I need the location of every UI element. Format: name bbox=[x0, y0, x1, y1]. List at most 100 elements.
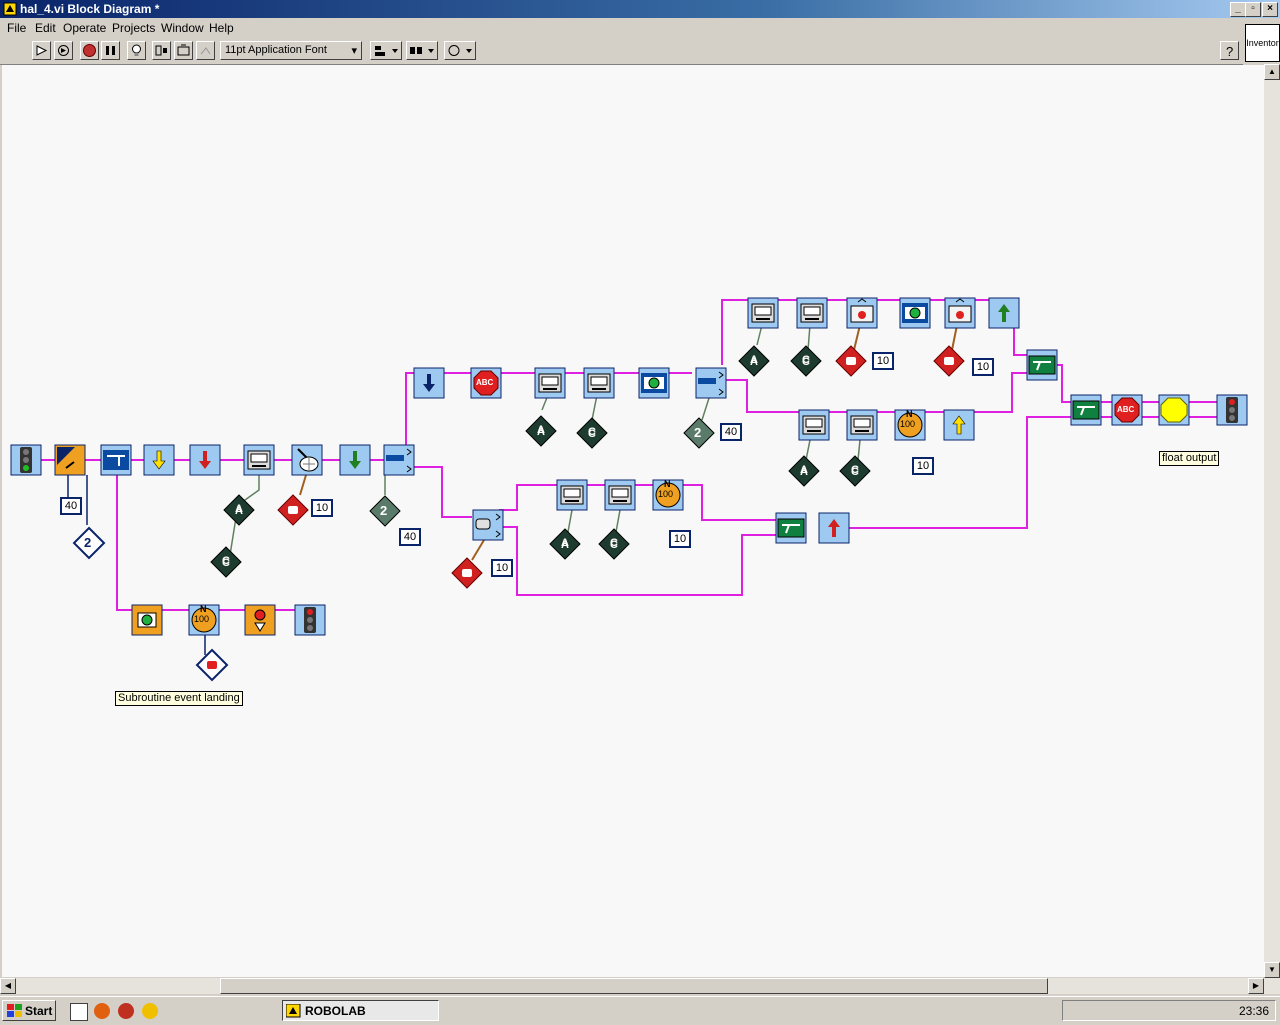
sensor-fork-block bbox=[472, 509, 504, 541]
const-40-c[interactable]: 40 bbox=[720, 423, 742, 441]
container-modifier-2 bbox=[369, 495, 401, 527]
camera-block-2 bbox=[899, 297, 931, 329]
display-block-3 bbox=[583, 367, 615, 399]
start-label: Start bbox=[25, 1004, 53, 1018]
step-into-icon[interactable] bbox=[174, 41, 193, 60]
run-button[interactable] bbox=[32, 41, 51, 60]
scroll-left-button[interactable]: ◀ bbox=[0, 978, 16, 994]
quick-launch-media-icon[interactable] bbox=[142, 1003, 158, 1019]
const-10-e[interactable]: 10 bbox=[669, 530, 691, 548]
const-40-a[interactable]: 40 bbox=[60, 497, 82, 515]
const-10-a[interactable]: 10 bbox=[311, 499, 333, 517]
display-block-7 bbox=[846, 409, 878, 441]
menu-window[interactable]: Window bbox=[161, 21, 204, 35]
start-button[interactable]: Start bbox=[2, 1000, 56, 1021]
retain-wire-values-icon[interactable] bbox=[152, 41, 171, 60]
motor-forward-blue-block bbox=[413, 367, 445, 399]
port-a-modifier-1 bbox=[223, 494, 255, 526]
quick-launch-firefox-icon[interactable] bbox=[94, 1003, 110, 1019]
power-block-1 bbox=[894, 409, 926, 441]
display-block-2 bbox=[534, 367, 566, 399]
port-a-modifier-3 bbox=[738, 345, 770, 377]
vertical-scrollbar[interactable]: ▲ ▼ bbox=[1264, 64, 1280, 978]
port-a-modifier-2 bbox=[525, 415, 557, 447]
run-continuously-button[interactable] bbox=[54, 41, 73, 60]
inventor-badge: Inventor bbox=[1245, 24, 1280, 62]
pause-button[interactable] bbox=[101, 41, 120, 60]
touch-sensor-modifier-2 bbox=[835, 345, 867, 377]
close-button[interactable]: × bbox=[1262, 2, 1278, 17]
power-block-3 bbox=[188, 604, 220, 636]
begin-block bbox=[10, 444, 42, 476]
port-c-modifier-4 bbox=[839, 455, 871, 487]
const-40-b[interactable]: 40 bbox=[399, 528, 421, 546]
distribute-objects-button[interactable] bbox=[406, 41, 438, 60]
subroutine-label[interactable]: Subroutine event landing bbox=[115, 691, 243, 706]
motor-forward-yellow-block bbox=[143, 444, 175, 476]
port-c-modifier-3 bbox=[790, 345, 822, 377]
chevron-down-icon: ▾ bbox=[351, 45, 357, 57]
menu-help[interactable]: Help bbox=[209, 21, 234, 35]
step-over-icon[interactable] bbox=[196, 41, 215, 60]
taskbar-task-robolab[interactable]: ROBOLAB bbox=[282, 1000, 439, 1021]
clock: 23:36 bbox=[1238, 1004, 1269, 1018]
diagram-svg: A C bbox=[10, 297, 1248, 681]
touch-wait-block-2 bbox=[944, 297, 976, 329]
motor-reverse-red-block bbox=[818, 512, 850, 544]
port-a-modifier-4 bbox=[788, 455, 820, 487]
align-objects-button[interactable] bbox=[370, 41, 402, 60]
motor-forward-green-block bbox=[339, 444, 371, 476]
title-bar: hal_4.vi Block Diagram * _ ▫ × bbox=[0, 0, 1280, 18]
loop-start-block bbox=[54, 444, 86, 476]
menu-projects[interactable]: Projects bbox=[112, 21, 156, 35]
touch-wait-block-1 bbox=[846, 297, 878, 329]
restore-button[interactable]: ▫ bbox=[1245, 2, 1261, 17]
float-output-label[interactable]: float output bbox=[1159, 451, 1220, 466]
quick-launch-browser-icon[interactable] bbox=[118, 1003, 134, 1019]
scroll-right-button[interactable]: ▶ bbox=[1248, 978, 1264, 994]
port-c-modifier-2 bbox=[576, 417, 608, 449]
help-button[interactable]: ? bbox=[1220, 41, 1239, 60]
scroll-up-button[interactable]: ▲ bbox=[1264, 64, 1280, 80]
touch-sensor-modifier-3 bbox=[933, 345, 965, 377]
display-block-8 bbox=[556, 479, 588, 511]
abort-button[interactable] bbox=[80, 41, 99, 60]
menu-edit[interactable]: Edit bbox=[35, 21, 56, 35]
event-modifier-glyph bbox=[207, 661, 217, 669]
display-block-5 bbox=[796, 297, 828, 329]
horizontal-scroll-thumb[interactable] bbox=[220, 978, 1048, 994]
horizontal-scrollbar[interactable]: ◀ ▶ bbox=[0, 978, 1280, 994]
display-block-1 bbox=[243, 444, 275, 476]
minimize-button[interactable]: _ bbox=[1230, 2, 1246, 17]
container-fork-block bbox=[383, 444, 415, 476]
windows-logo-icon bbox=[7, 1004, 22, 1017]
scroll-down-button[interactable]: ▼ bbox=[1264, 962, 1280, 978]
const-10-b[interactable]: 10 bbox=[872, 352, 894, 370]
window-title: hal_4.vi Block Diagram * bbox=[20, 2, 160, 16]
motor-forward-red-block bbox=[189, 444, 221, 476]
const-10-f[interactable]: 10 bbox=[491, 559, 513, 577]
block-diagram-canvas[interactable]: A C bbox=[2, 65, 1264, 977]
display-block-4 bbox=[747, 297, 779, 329]
const-10-d[interactable]: 10 bbox=[912, 457, 934, 475]
container-fork-block-2 bbox=[695, 367, 727, 399]
menu-operate[interactable]: Operate bbox=[63, 21, 107, 35]
font-selector[interactable]: 11pt Application Font▾ bbox=[220, 41, 362, 60]
const-10-c[interactable]: 10 bbox=[972, 358, 994, 376]
menu-file[interactable]: File bbox=[7, 21, 27, 35]
taskbar: Start ROBOLAB 23:36 bbox=[0, 996, 1280, 1025]
quick-launch-desktop-icon[interactable] bbox=[70, 1003, 88, 1021]
block-nodes[interactable] bbox=[10, 297, 1248, 636]
jump-block-2 bbox=[1070, 394, 1102, 426]
svg-text:?: ? bbox=[1226, 44, 1233, 59]
display-block-9 bbox=[604, 479, 636, 511]
container-modifier-3 bbox=[683, 417, 715, 449]
yellow-float-output[interactable] bbox=[1158, 394, 1190, 426]
highlight-execution-icon[interactable] bbox=[127, 41, 146, 60]
motor-reverse-green-block bbox=[988, 297, 1020, 329]
reorder-button[interactable] bbox=[444, 41, 476, 60]
camera-block bbox=[638, 367, 670, 399]
menu-bar: File Edit Operate Projects Window Help bbox=[0, 18, 1243, 38]
end-block-1 bbox=[1216, 394, 1248, 426]
touch-sensor-modifier-4 bbox=[451, 557, 483, 589]
